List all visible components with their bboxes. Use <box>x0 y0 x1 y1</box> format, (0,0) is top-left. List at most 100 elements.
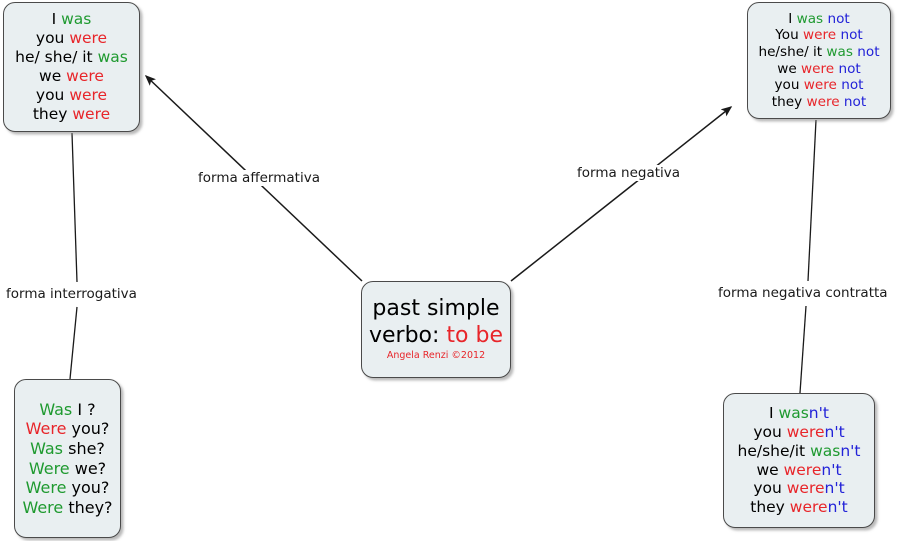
verb-text: were <box>803 77 837 94</box>
subject-text: they <box>750 498 790 517</box>
subject-text: I <box>788 10 797 27</box>
verb-text: Were <box>28 458 75 478</box>
affirmative-line: you were <box>36 29 107 48</box>
subject-text: we? <box>74 458 107 478</box>
verb-text: was <box>778 403 809 422</box>
verb-text: were <box>786 479 825 498</box>
subject-text: I <box>51 10 62 29</box>
subject-text: we <box>777 60 802 77</box>
edge-label-forma-negativa-contratta: forma negativa contratta <box>716 285 890 301</box>
edge-affirmative-to-interrogative-lower <box>69 306 78 380</box>
edge-label-forma-interrogativa: forma interrogativa <box>4 286 139 302</box>
edge-negative-to-contracted-lower <box>799 305 807 394</box>
node-forma-negativa[interactable]: I was not You were not he/she/ it was no… <box>747 2 891 119</box>
interrogative-line: Were you? <box>26 419 110 439</box>
negative-line: You were not <box>775 27 863 44</box>
verb-text: were <box>803 27 837 44</box>
verb-text: were <box>783 460 822 479</box>
verb-text: was <box>826 43 853 60</box>
subject-text: he/she/it <box>737 441 811 460</box>
verb-text: was <box>61 10 92 29</box>
verb-text: were <box>72 104 111 123</box>
verb-text: were <box>789 498 828 517</box>
edge-label-forma-affermativa: forma affermativa <box>196 170 322 186</box>
verb-text: Was <box>30 438 69 458</box>
verb-text: were <box>786 422 825 441</box>
negative-line: we were not <box>777 61 861 78</box>
negation-text: not <box>852 43 880 60</box>
negation-text: not <box>823 10 850 27</box>
verb-text: was <box>810 441 841 460</box>
negative-contracted-line: he/she/it wasn't <box>738 442 861 461</box>
center-title-line-1: past simple <box>372 296 500 322</box>
center-title-line-2: verbo: to be <box>369 323 503 349</box>
negative-contracted-line: they weren't <box>750 498 848 517</box>
verb-text: were <box>66 67 104 85</box>
affirmative-line: you were <box>36 86 107 105</box>
negative-contracted-line: you weren't <box>753 423 844 442</box>
center-to-be-text: to be <box>446 322 504 348</box>
affirmative-line: they were <box>33 105 110 124</box>
subject-text: I ? <box>77 399 96 419</box>
negation-text: not <box>836 77 864 94</box>
negative-contracted-line: we weren't <box>756 461 841 480</box>
subject-text: You <box>775 27 804 44</box>
interrogative-line: Were we? <box>29 459 106 479</box>
node-forma-negativa-contratta[interactable]: I wasn't you weren't he/she/it wasn't we… <box>723 393 875 528</box>
verb-text: Were <box>22 497 69 517</box>
verb-text: was <box>97 48 128 67</box>
negation-text: not <box>836 27 863 44</box>
subject-text: you <box>35 29 70 48</box>
subject-text: you? <box>71 419 110 439</box>
negation-text: not <box>839 93 867 110</box>
node-forma-interrogativa[interactable]: Was I ? Were you? Was she? Were we? Were… <box>14 379 121 538</box>
author-credit: Angela Renzi ©2012 <box>386 349 486 361</box>
verb-text: Was <box>39 399 78 419</box>
verb-text: were <box>801 60 835 77</box>
subject-text: she? <box>68 438 105 458</box>
subject-text: they <box>32 104 73 123</box>
negative-line: they were not <box>772 94 866 111</box>
subject-text: you <box>35 85 70 104</box>
contraction-text: n't <box>840 441 861 460</box>
subject-text: you <box>753 422 787 441</box>
verb-text: was <box>796 10 824 27</box>
contraction-text: n't <box>821 460 842 479</box>
node-forma-affermativa[interactable]: I was you were he/ she/ it was we were y… <box>3 2 140 132</box>
interrogative-line: Were they? <box>22 498 112 518</box>
edge-affirmative-to-interrogative-upper <box>71 132 78 283</box>
subject-text: he/she/ it <box>758 43 827 60</box>
subject-text: you <box>753 479 787 498</box>
edge-negative-to-contracted-upper <box>807 119 817 282</box>
negative-contracted-line: I wasn't <box>769 404 829 423</box>
affirmative-line: we were <box>39 67 104 86</box>
contraction-text: n't <box>824 479 845 498</box>
negative-line: he/she/ it was not <box>758 44 879 61</box>
subject-text: you <box>774 77 804 94</box>
edge-label-forma-negativa: forma negativa <box>575 165 683 181</box>
subject-text: you? <box>71 478 110 498</box>
verb-text: Were <box>25 478 72 498</box>
subject-text: I <box>769 403 779 422</box>
negation-text: not <box>834 60 861 77</box>
edge-center-to-negative <box>510 106 733 282</box>
negative-contracted-line: you weren't <box>753 479 844 498</box>
contraction-text: n't <box>824 422 845 441</box>
subject-text: they <box>771 93 807 110</box>
center-verbo-label: verbo: <box>368 322 447 348</box>
contraction-text: n't <box>827 498 848 517</box>
subject-text: we <box>756 460 784 479</box>
interrogative-line: Was I ? <box>39 400 95 420</box>
subject-text: they? <box>68 497 113 517</box>
node-past-simple-to-be[interactable]: past simple verbo: to be Angela Renzi ©2… <box>361 281 511 378</box>
affirmative-line: I was <box>52 10 92 29</box>
verb-text: were <box>69 29 108 48</box>
negative-line: I was not <box>788 11 849 28</box>
contraction-text: n't <box>808 403 829 422</box>
verb-text: were <box>69 85 108 104</box>
verb-text: were <box>806 93 840 110</box>
subject-text: he/ she/ it <box>15 48 98 67</box>
interrogative-line: Were you? <box>26 478 110 498</box>
subject-text: we <box>39 67 67 85</box>
